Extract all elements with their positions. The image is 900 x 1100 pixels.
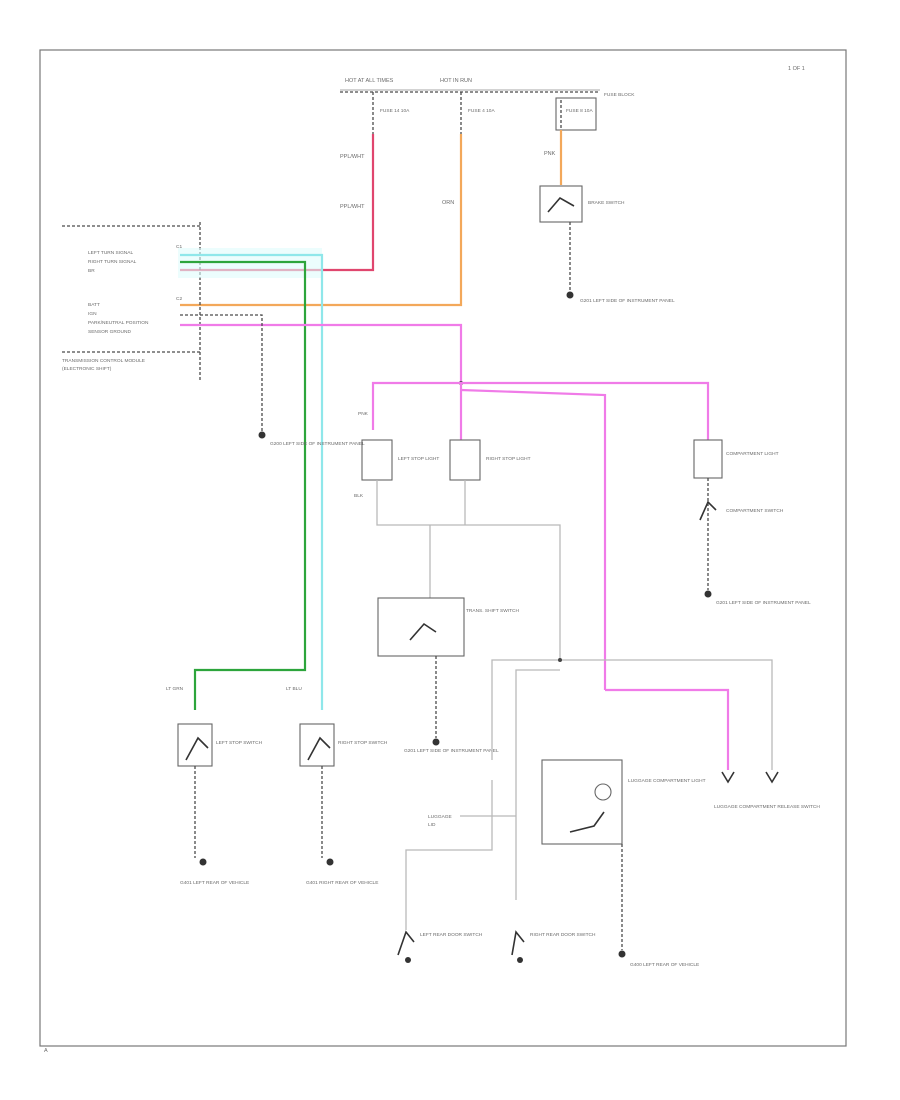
brake-switch-box [539,185,583,223]
compartment-light-box [693,439,723,479]
lamp-icon [594,783,612,801]
right-turn-label: RIGHT TURN SIGNAL [88,259,137,265]
pnk-top-label: PNK [544,151,556,157]
door-ajar-label: LUGGAGE COMPARTMENT RELEASE SWITCH [714,804,820,810]
fuse-c-label: FUSE 8 10A [566,108,593,114]
ground-center-label: G201 LEFT SIDE OF INSTRUMENT PANEL [404,748,499,754]
ground-right-label: G201 LEFT SIDE OF INSTRUMENT PANEL [716,600,811,606]
compartment-switch-label: COMPARTMENT SWITCH [726,508,784,514]
door-switch-contact-b [765,771,779,784]
pnk-label: PNK [358,411,369,417]
right-stop-switch-contact [307,736,331,761]
luggage-label-a: LUGGAGE [428,814,452,820]
batt-label: BATT [88,302,100,308]
luggage-switch-contact [569,811,605,833]
wire-gray-left [515,669,560,900]
ground-icon [326,858,334,866]
ground-left-label: G200 LEFT SIDE OF INSTRUMENT PANEL [270,441,365,447]
ground-bc-label: G400 LEFT REAR OF VEHICLE [630,962,699,968]
wire-orange [180,134,463,307]
brake-switch-label: BRAKE SWITCH [588,200,625,206]
module-sub: (ELECTRONIC SHIFT) [62,366,112,372]
wire-pink-right [460,388,607,690]
park-neutral-label: PARK/NEUTRAL POSITION [88,320,149,326]
sensor-ground-label: SENSOR GROUND [88,329,131,335]
right-rear-door-label: RIGHT REAR DOOR SWITCH [530,932,596,938]
junction-node [558,658,562,662]
left-turn-label: LEFT TURN SIGNAL [88,250,133,256]
hot-run-label: HOT IN RUN [440,78,472,84]
orange-label: ORN [442,200,454,206]
wire-gray-door-left [405,780,493,930]
right-stoplight-label: RIGHT STOP LIGHT [486,456,531,462]
lt-grn-label: LT GRN [166,686,184,692]
fuse-block-label: FUSE BLOCK [604,92,635,98]
wire-cyan [180,253,324,710]
compartment-light-label: COMPARTMENT LIGHT [726,451,779,457]
fuse-block-box [555,97,597,131]
left-stoplight-box [361,439,393,481]
wire-ground-lead [180,314,263,432]
connector-c2: C2 [176,296,182,302]
ground-icon [566,291,574,299]
fuse-b-label: FUSE 4 10A [468,108,495,114]
left-stop-switch-label: LEFT STOP SWITCH [216,740,263,746]
ign-label: IGN [88,311,97,317]
ground-icon [704,590,712,598]
trans-switch-contact [409,622,437,641]
wire-pink-bus [371,381,710,440]
door-switch-contact-a [721,771,735,784]
purple-label-2: PPL/WHT [340,204,365,210]
ground-icon [432,738,440,746]
trans-switch-box [377,597,465,657]
left-stoplight-label: LEFT STOP LIGHT [398,456,439,462]
wire-gray-bus [491,659,773,770]
fuse-a-label: FUSE 14 10A [380,108,410,114]
module-title: TRANSMISSION CONTROL MODULE [62,358,145,364]
lt-blu-label: LT BLU [286,686,302,692]
hot-at-all-times-label: HOT AT ALL TIMES [345,78,394,84]
ground-icon [405,957,411,963]
ground-icon [618,950,626,958]
wire-green [180,260,307,710]
ground-bl1-label: G401 LEFT REAR OF VEHICLE [180,880,249,886]
wire-gray-lights [376,480,561,660]
brake-switch-contact [547,196,575,213]
ground-icon [199,858,207,866]
wire-pink-door [605,688,730,770]
left-stop-switch-contact [185,736,209,761]
ground-bl2-label: G401 RIGHT REAR OF VEHICLE [306,880,378,886]
ground-icon [517,957,523,963]
wire-blk-label: BLK [354,493,364,499]
trans-switch-label: TRANS. SHIFT SWITCH [466,608,519,614]
purple-label-1: PPL/WHT [340,154,365,160]
br-label: BR [88,268,95,274]
corner-label: A [44,1048,48,1054]
right-stop-switch-box [299,723,335,767]
connector-c1: C1 [176,244,182,250]
luggage-label-b: LID [428,822,436,828]
right-stoplight-box [449,439,481,481]
wire-pink [180,323,463,383]
luggage-light-box [541,759,623,845]
luggage-light-label: LUGGAGE COMPARTMENT LIGHT [628,778,706,784]
page-number: 1 OF 1 [788,66,805,72]
ground-top-right-label: G201 LEFT SIDE OF INSTRUMENT PANEL [580,298,675,304]
left-door-switch-contact [397,930,415,956]
left-rear-door-label: LEFT REAR DOOR SWITCH [420,932,483,938]
diagram-frame [39,49,847,1047]
right-door-switch-contact [511,930,525,956]
compartment-switch-contact [699,500,717,521]
right-stop-switch-label: RIGHT STOP SWITCH [338,740,388,746]
ground-icon [258,431,266,439]
